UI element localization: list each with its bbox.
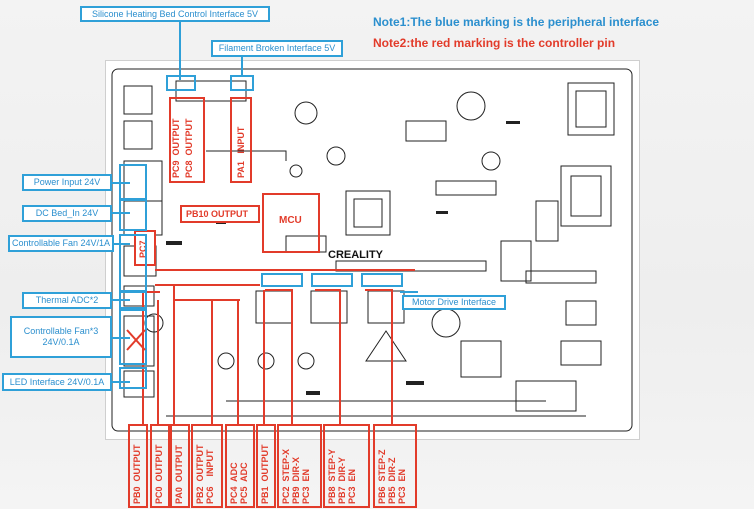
heating-bed-interface-label: Silicone Heating Bed Control Interface 5… — [80, 6, 270, 22]
thermal-adc-label: Thermal ADC*2 — [22, 292, 112, 309]
pb10-output-box: PB10 OUTPUT — [180, 205, 260, 223]
pin-label-pa0: PA0 OUTPUT — [170, 424, 190, 508]
pin-label-pc4-pc5: PC4 ADC PC5 ADC — [225, 424, 255, 508]
controllable-fan-3-label: Controllable Fan*3 24V/0.1A — [10, 316, 112, 358]
pc9-pc8-box — [169, 97, 205, 183]
pin-label-z-driver: PB6 STEP-Z PB5 DIR-Z PC3 EN — [373, 424, 417, 508]
pin-label-pb2-pc6: PB2 OUTPUT PC6 INPUT — [191, 424, 223, 508]
dc-bed-in-label: DC Bed_In 24V — [22, 205, 112, 222]
pin-label-y-driver: PB8 STEP-Y PB7 DIR-Y PC3 EN — [323, 424, 370, 508]
pc7-box: PC7 — [134, 230, 156, 266]
pin-label-pc0: PC0 OUTPUT — [150, 424, 170, 508]
pin-label-pb0: PB0 OUTPUT — [128, 424, 148, 508]
creality-logo: CREALITY — [328, 249, 383, 261]
led-interface-label: LED Interface 24V/0.1A — [2, 373, 112, 391]
pin-label-x-driver: PC2 STEP-X PB9 DIR-X PC3 EN — [277, 424, 322, 508]
pc8-output-label: PC8 OUTPUT — [184, 118, 194, 178]
mcu-box: MCU — [262, 193, 320, 253]
power-input-label: Power Input 24V — [22, 174, 112, 191]
pc9-output-label: PC9 OUTPUT — [171, 118, 181, 178]
filament-broken-interface-label: Filament Broken Interface 5V — [211, 40, 343, 57]
pa1-box — [230, 97, 252, 183]
controllable-fan-label: Controllable Fan 24V/1A — [8, 235, 114, 252]
motor-drive-interface-label: Motor Drive Interface — [402, 295, 506, 310]
pin-label-pb1: PB1 OUTPUT — [256, 424, 276, 508]
note-red-marking: Note2:the red marking is the controller … — [373, 36, 616, 50]
note-blue-marking: Note1:The blue marking is the peripheral… — [373, 15, 660, 29]
pa1-input-label: PA1 INPUT — [236, 126, 246, 178]
